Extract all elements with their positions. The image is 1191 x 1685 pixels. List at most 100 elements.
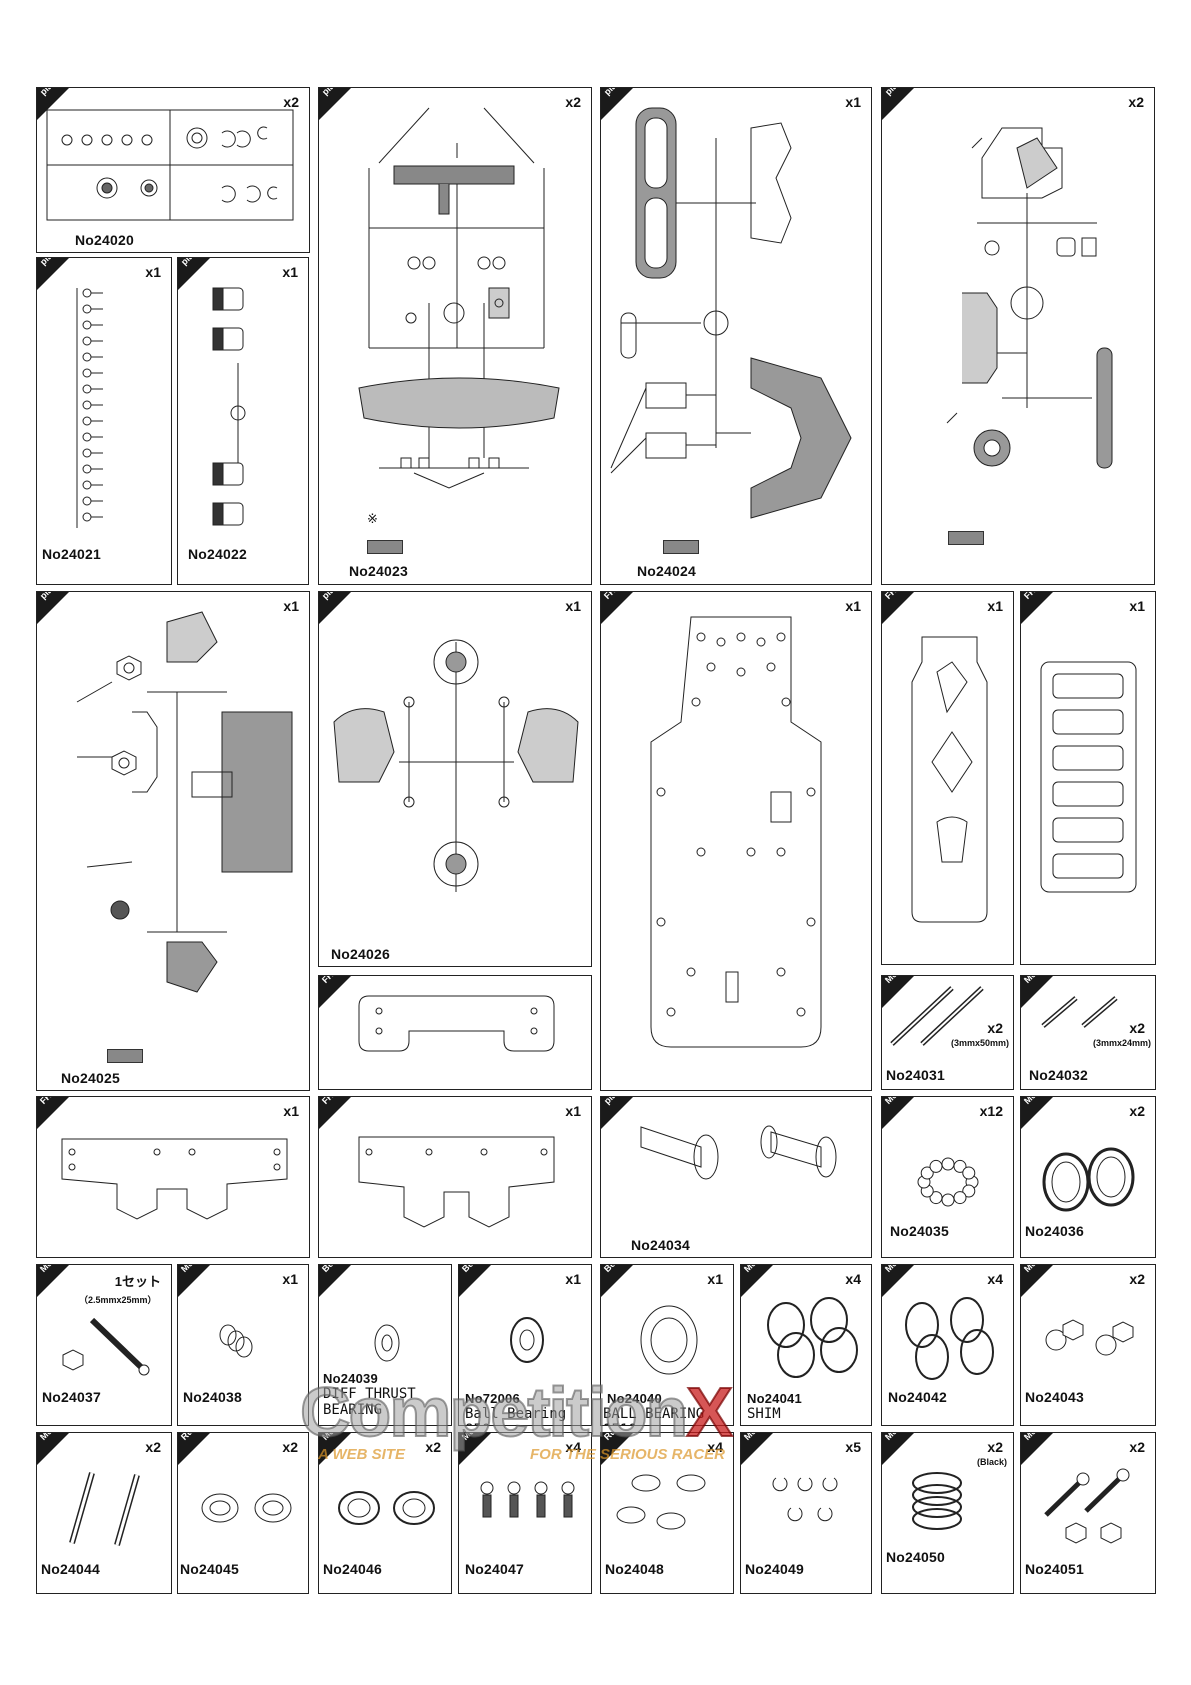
material-tag: Bearing — [319, 1265, 352, 1298]
part-cell-24026: plastic x1 No24026 — [318, 591, 592, 967]
washers-drawing — [616, 1474, 706, 1530]
quantity-label: x1 — [845, 94, 861, 110]
part-number: No24025 — [61, 1070, 120, 1086]
quantity-label: x2 — [145, 1439, 161, 1455]
quantity-label: x4 — [565, 1439, 581, 1455]
material-tag: plastic — [37, 88, 70, 121]
quantity-label: x2 — [282, 1439, 298, 1455]
watermark-tagline-right: FOR THE SERIOUS RACER — [530, 1446, 726, 1463]
material-tag: plastic — [319, 592, 352, 625]
bearing-drawing — [640, 1305, 698, 1375]
material-tag: plastic — [601, 88, 634, 121]
part-cell-24042: Metal x4 No24042 — [881, 1264, 1014, 1426]
material-tag: FRP — [37, 1097, 70, 1130]
quantity-label: x1 — [565, 598, 581, 614]
part-number: No24020 — [75, 232, 134, 248]
material-tag: Metal — [1021, 1433, 1054, 1466]
quantity-label: x4 — [987, 1271, 1003, 1287]
e-clips-drawing — [772, 1477, 838, 1522]
material-tag: plastic — [319, 88, 352, 121]
body-mount-sprue-drawing — [358, 107, 560, 489]
part-cell-24038: Metal x1 No24038 — [177, 1264, 309, 1426]
sprue-drawing — [610, 107, 852, 519]
springs-drawing — [912, 1472, 962, 1530]
part-cell-frp-a: FRP x1 — [881, 591, 1014, 965]
quantity-label: x2 — [1129, 1020, 1145, 1036]
bushings-drawing — [212, 287, 246, 526]
part-number: No24051 — [1025, 1561, 1084, 1577]
outdrive-drawing — [640, 1125, 837, 1180]
shafts-drawing — [890, 986, 984, 1046]
part-note: BEARING — [323, 1402, 383, 1418]
material-tag: plastic — [601, 1097, 634, 1130]
quantity-label: x2 — [987, 1439, 1003, 1455]
part-note: SHIM — [747, 1406, 781, 1422]
part-number: No24039 — [323, 1371, 378, 1386]
part-cell-24024: plastic x1 No24024 — [600, 87, 872, 585]
material-tag: Metal — [882, 1097, 915, 1130]
material-tag: Rubber — [601, 1433, 634, 1466]
quantity-label: x2 — [1129, 1103, 1145, 1119]
thrust-bearing-drawing — [374, 1324, 400, 1362]
material-tag: Metal — [459, 1433, 492, 1466]
part-number: No24043 — [1025, 1389, 1084, 1405]
sprue-drawing — [946, 127, 1113, 469]
color-swatch — [663, 540, 699, 554]
nut-drawing — [219, 1324, 253, 1358]
quantity-label: x2 — [987, 1020, 1003, 1036]
color-label: (Black) — [976, 1457, 1007, 1467]
quantity-label: x2 — [283, 94, 299, 110]
quantity-label: x1 — [845, 598, 861, 614]
sprue-drawing — [333, 639, 579, 892]
part-cell-24020: plastic x2 No24020 — [36, 87, 310, 253]
collars-drawing — [338, 1491, 435, 1525]
size-label: （2.5mmx25mm） — [79, 1295, 157, 1305]
part-number: No24050 — [886, 1549, 945, 1565]
part-cell-24039: Bearing No24039 DIFF THRUST BEARING — [318, 1264, 452, 1426]
part-cell-24023: plastic x2 ※ No24023 — [318, 87, 592, 585]
ball-studs-drawing — [1044, 1468, 1130, 1544]
quantity-label: x1 — [283, 598, 299, 614]
quantity-label: x1 — [282, 264, 298, 280]
material-tag: Metal — [1021, 1265, 1054, 1298]
quantity-label: x12 — [979, 1103, 1003, 1119]
part-cell-frp-plate-c: FRP — [318, 975, 592, 1090]
material-tag: Metal — [882, 976, 915, 1009]
part-cell-24051: Metal x2 No24051 — [1020, 1432, 1156, 1594]
quantity-label: x2 — [425, 1439, 441, 1455]
material-tag: Metal — [882, 1433, 915, 1466]
material-tag: FRP — [319, 1097, 352, 1130]
part-cell-24031: Metal x2 (3mmx50mm) No24031 — [881, 975, 1014, 1090]
material-tag: Metal — [37, 1265, 70, 1298]
material-tag: Metal — [178, 1265, 211, 1298]
part-note: BALL BEARING 1510 — [603, 1406, 705, 1425]
size-label: (3mmx50mm) — [950, 1038, 1009, 1048]
part-number: No24049 — [745, 1561, 804, 1577]
part-number: No24026 — [331, 946, 390, 962]
frp-plate-drawing — [358, 1136, 555, 1228]
quantity-label: x2 — [1129, 1271, 1145, 1287]
quantity-label: x1 — [145, 264, 161, 280]
material-tag: plastic — [37, 592, 70, 625]
material-tag: Metal — [1021, 976, 1054, 1009]
quantity-label: x1 — [987, 598, 1003, 614]
part-cell-24045: Rubber x2 No24045 — [177, 1432, 309, 1594]
part-number: No24035 — [890, 1223, 949, 1239]
part-number: No24040 — [607, 1391, 662, 1406]
part-cell-frp-d: FRP x1 — [36, 1096, 310, 1258]
part-cell-24025: plastic x1 No24025 — [36, 591, 310, 1091]
quantity-label: x1 — [283, 1103, 299, 1119]
color-swatch — [948, 531, 984, 545]
frp-plate-drawing — [1040, 661, 1137, 893]
quantity-label: x1 — [565, 1103, 581, 1119]
part-cell-24021: plastic x1 No24021 — [36, 257, 172, 585]
part-number: No24036 — [1025, 1223, 1084, 1239]
part-number: No24038 — [183, 1389, 242, 1405]
frp-plate-drawing — [358, 995, 555, 1052]
quantity-label: 1セット — [114, 1274, 161, 1289]
part-cell-24034: plastic No24034 — [600, 1096, 872, 1258]
quantity-label: x5 — [845, 1439, 861, 1455]
part-number: No24034 — [631, 1237, 690, 1253]
material-tag: plastic — [882, 88, 915, 121]
part-cell-24043: Metal x2 No24043 — [1020, 1264, 1156, 1426]
